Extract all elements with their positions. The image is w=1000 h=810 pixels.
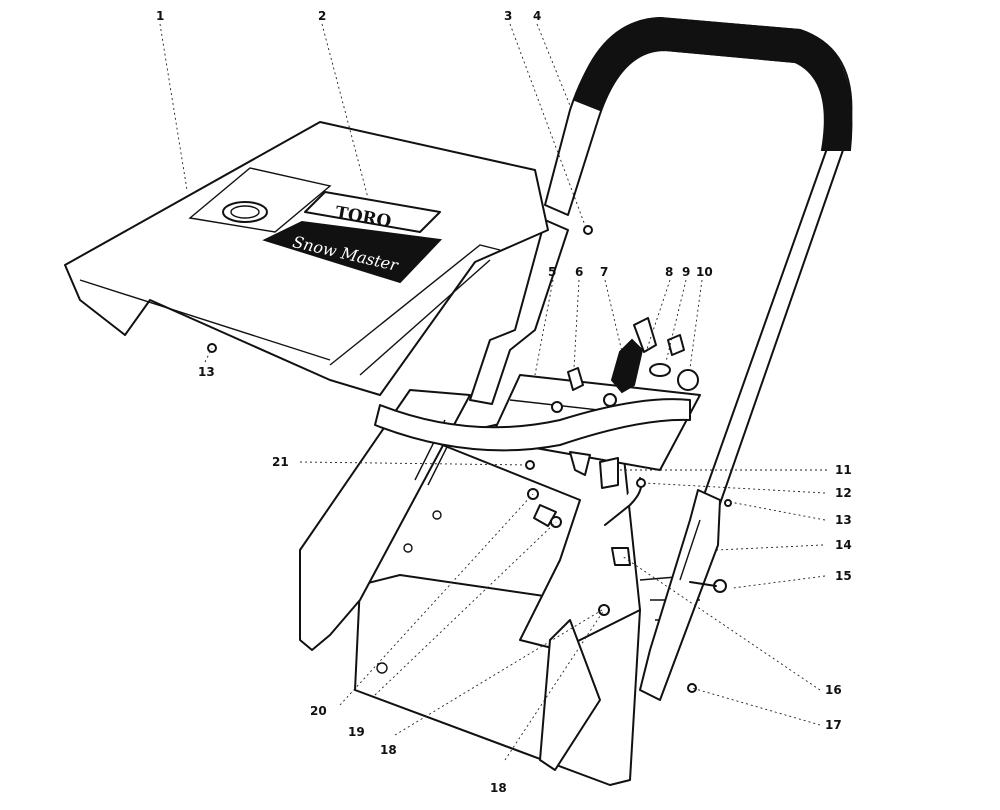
fuel-cap-recess bbox=[222, 201, 268, 223]
callout-6: 6 bbox=[575, 265, 583, 279]
callout-4: 4 bbox=[533, 9, 541, 23]
cross-tube bbox=[374, 398, 691, 452]
callout-11: 11 bbox=[835, 463, 852, 477]
callout-labels: 1 2 3 4 5 6 7 8 9 10 11 12 13 14 15 16 1… bbox=[156, 9, 852, 795]
callout-8: 8 bbox=[665, 265, 673, 279]
callout-3: 3 bbox=[504, 9, 512, 23]
callout-1: 1 bbox=[156, 9, 164, 23]
callout-21: 21 bbox=[272, 455, 289, 469]
callout-15: 15 bbox=[835, 569, 852, 583]
callout-10: 10 bbox=[696, 265, 713, 279]
callout-9: 9 bbox=[682, 265, 690, 279]
callout-19: 19 bbox=[348, 725, 365, 739]
side-plate bbox=[639, 489, 721, 701]
model-plate bbox=[262, 220, 443, 284]
callout-20: 20 bbox=[310, 704, 327, 718]
callout-18-left: 18 bbox=[380, 743, 397, 757]
callout-13-left: 13 bbox=[198, 365, 215, 379]
handle bbox=[469, 16, 853, 591]
callout-14: 14 bbox=[835, 538, 852, 552]
hardware bbox=[207, 225, 732, 693]
callout-7: 7 bbox=[600, 265, 608, 279]
ignition-key bbox=[610, 338, 644, 394]
callout-16: 16 bbox=[825, 683, 842, 697]
callout-17: 17 bbox=[825, 718, 842, 732]
callout-13-right: 13 bbox=[835, 513, 852, 527]
shroud bbox=[64, 121, 549, 396]
leader-lines bbox=[159, 23, 827, 761]
callout-5: 5 bbox=[548, 265, 556, 279]
callout-18-bottom: 18 bbox=[490, 781, 507, 795]
callout-12: 12 bbox=[835, 486, 852, 500]
toro-nameplate: TORO Snow Master bbox=[262, 191, 443, 284]
handle-grip bbox=[573, 16, 853, 151]
callout-2: 2 bbox=[318, 9, 326, 23]
